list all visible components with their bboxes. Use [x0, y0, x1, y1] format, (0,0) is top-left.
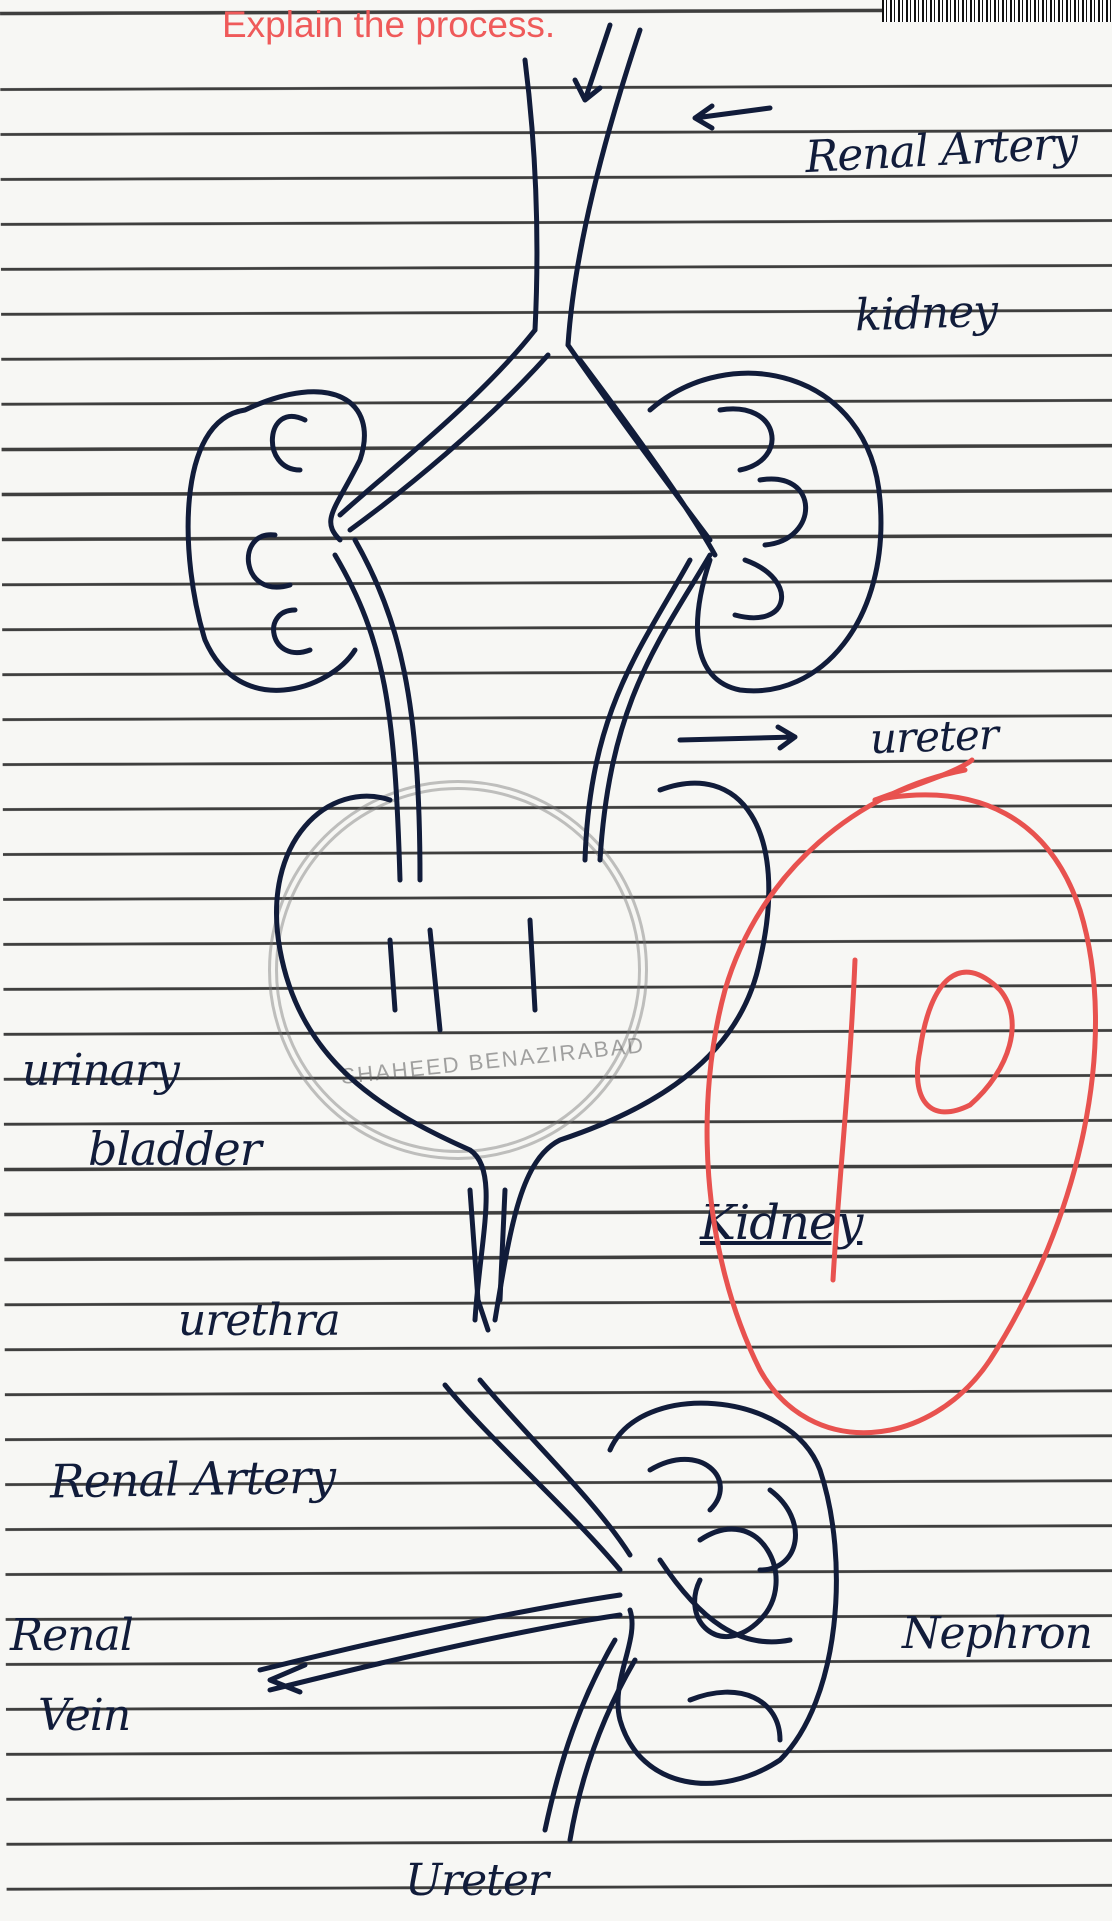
question-prompt: Explain the process. [222, 4, 555, 46]
grade-digit-0 [917, 972, 1012, 1112]
grade-digit-1 [833, 960, 855, 1280]
grade-circle [707, 770, 1095, 1433]
